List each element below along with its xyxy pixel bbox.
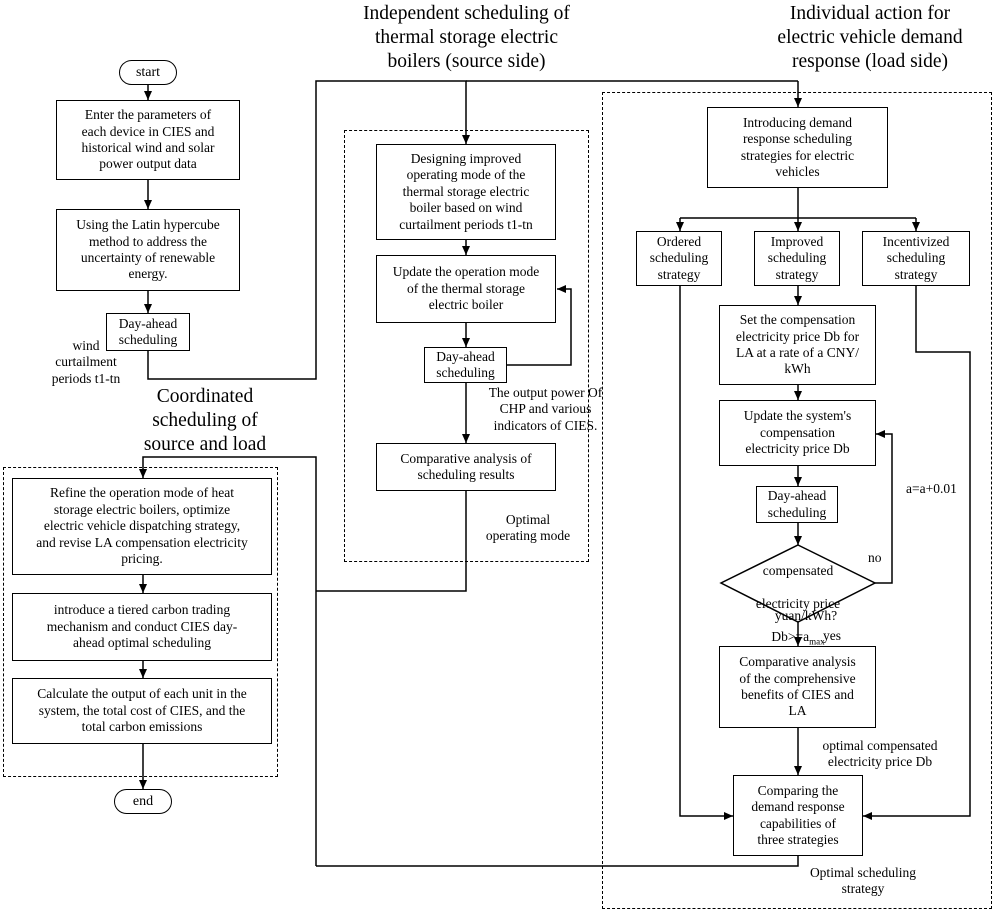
update-operation-mode-box: Update the operation mode of the thermal… [376, 255, 556, 323]
optimal-strategy-label: Optimal scheduling strategy [809, 865, 917, 897]
day-ahead-scheduling-box-middle: Day-ahead scheduling [424, 347, 507, 383]
connector-left-to-source [147, 80, 470, 380]
loop-decision-no [875, 430, 893, 584]
connector-middle-bottom [316, 491, 467, 592]
comparative-analysis-box: Comparative analysis of scheduling resul… [376, 443, 556, 491]
decision-line-3: Db>=amax [771, 629, 825, 648]
decision-condition: Db>=a [771, 629, 810, 645]
day-ahead-scheduling-box-left: Day-ahead scheduling [106, 313, 190, 351]
chp-output-label: The output power Of CHP and various indi… [488, 385, 603, 433]
ordered-strategy-box: Ordered scheduling strategy [636, 231, 722, 286]
coordinated-group [3, 467, 278, 777]
calculate-output-box: Calculate the output of each unit in the… [12, 678, 272, 744]
optimal-price-label: optimal compensated electricity price Db [822, 738, 938, 770]
load-side-group [602, 92, 992, 909]
source-side-title: Independent scheduling of thermal storag… [363, 3, 570, 72]
decision-line-1: compensated [762, 563, 834, 579]
yes-label: yes [823, 628, 841, 643]
decision-text: compensated electricity price Db>=amax [720, 547, 876, 648]
decision-line-2: electricity price [755, 596, 841, 612]
connector-comparing-to-left [316, 856, 799, 867]
load-side-title: Individual action for electric vehicle d… [777, 3, 963, 72]
update-compensation-price-box: Update the system's compensation electri… [719, 400, 876, 466]
no-label: no [868, 550, 882, 565]
wind-curtailment-label: wind curtailment periods t1-tn [51, 338, 121, 386]
designing-box: Designing improved operating mode of the… [376, 144, 556, 240]
coordinated-title: Coordinated scheduling of source and loa… [143, 386, 267, 455]
optimal-operating-mode-label: Optimal operating mode [485, 512, 571, 544]
loop-dayahead-to-update [507, 285, 572, 366]
enter-parameters-box: Enter the parameters of each device in C… [56, 100, 240, 180]
connector-incentivized-to-comparing [863, 286, 971, 820]
start-terminal: start [119, 60, 177, 85]
latin-hypercube-box: Using the Latin hypercube method to addr… [56, 209, 240, 291]
improved-strategy-box: Improved scheduling strategy [754, 231, 840, 286]
increment-label: a=a+0.01 [906, 481, 957, 496]
source-side-group [344, 130, 589, 562]
day-ahead-scheduling-box-right: Day-ahead scheduling [756, 486, 838, 523]
comprehensive-benefits-box: Comparative analysis of the comprehensiv… [719, 646, 876, 728]
set-compensation-price-box: Set the compensation electricity price D… [719, 305, 876, 385]
incentivized-strategy-box: Incentivized scheduling strategy [862, 231, 970, 286]
decision-subscript: max [809, 637, 825, 648]
connector-ordered-to-comparing [679, 286, 733, 820]
carbon-trading-box: introduce a tiered carbon trading mechan… [12, 593, 272, 661]
decision-line-4: yuan/kWh? [774, 608, 838, 623]
introducing-box: Introducing demand response scheduling s… [707, 107, 888, 188]
end-terminal: end [114, 789, 172, 814]
decision-diamond [719, 544, 877, 623]
refine-box: Refine the operation mode of heat storag… [12, 478, 272, 575]
comparing-strategies-box: Comparing the demand response capabiliti… [733, 775, 863, 856]
